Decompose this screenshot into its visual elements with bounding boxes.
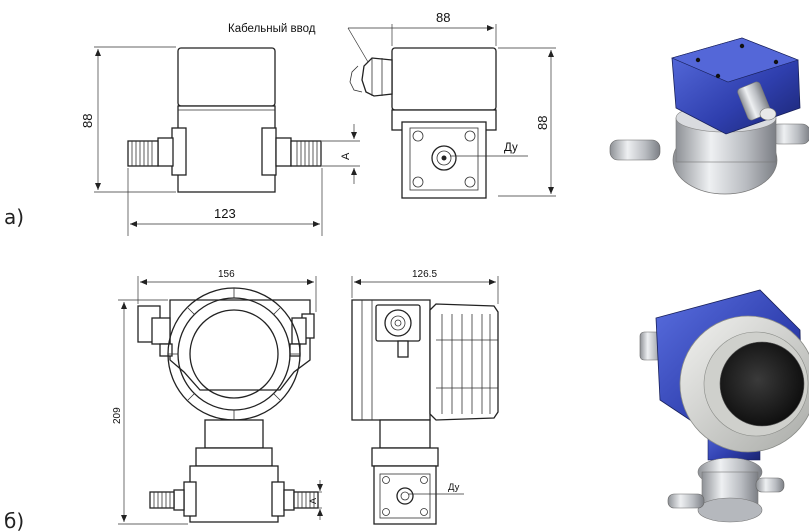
label-a: а) <box>4 205 24 229</box>
cable-entry-label: Кабельный ввод <box>228 23 316 35</box>
dim-du-bottom: Ду <box>448 482 460 493</box>
view-a-front <box>127 47 322 193</box>
dim-123: 123 <box>214 206 236 221</box>
dim-209: 209 <box>112 407 123 424</box>
view-b-side <box>351 299 499 525</box>
dim-du-top: Ду <box>504 142 518 154</box>
dimensions-b: 156 126.5 209 A Ду <box>112 269 499 525</box>
dim-126-5: 126.5 <box>412 269 437 280</box>
render-b <box>639 289 809 523</box>
view-b-front <box>137 287 319 523</box>
dim-88-left: 88 <box>80 114 95 128</box>
view-a-side <box>349 47 497 199</box>
dim-a-top: A <box>340 152 352 160</box>
section-a: а) <box>4 10 809 236</box>
dim-88-right: 88 <box>535 116 550 130</box>
dim-a-bottom: A <box>308 498 318 504</box>
label-b: б) <box>4 509 24 531</box>
dim-156: 156 <box>218 269 235 280</box>
section-b: б) <box>4 269 809 531</box>
render-a <box>609 37 809 195</box>
dimensions-a: 88 88 88 Кабельный ввод 123 A <box>80 10 556 236</box>
dim-88-top: 88 <box>436 10 450 25</box>
